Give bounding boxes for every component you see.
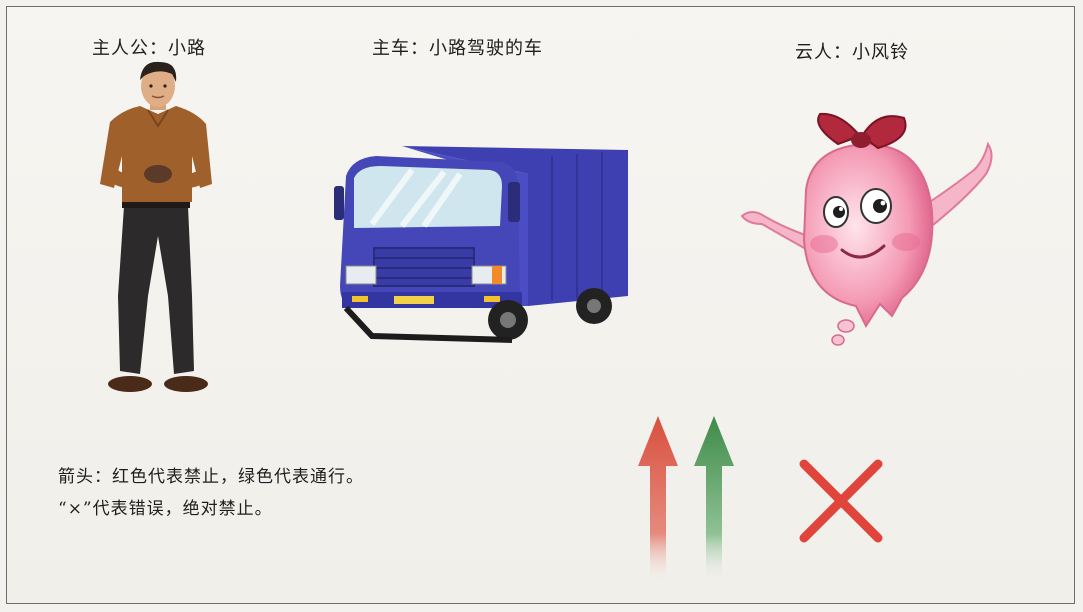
hero-caption: 主人公：小路 [92,38,206,59]
man-standing-icon [100,61,212,392]
green-arrow-up-icon [694,416,734,584]
cross-legend-note: “×”代表错误，绝对禁止。 [58,499,273,519]
blue-truck-icon [334,146,628,343]
cloud-caption: 云人：小风铃 [795,42,909,63]
red-cross-icon [799,459,883,543]
red-arrow-up-icon [638,416,678,584]
pink-cloud-character-icon [740,112,993,346]
vehicle-caption: 主车：小路驾驶的车 [372,38,543,59]
arrow-legend-note: 箭头：红色代表禁止，绿色代表通行。 [58,467,364,487]
